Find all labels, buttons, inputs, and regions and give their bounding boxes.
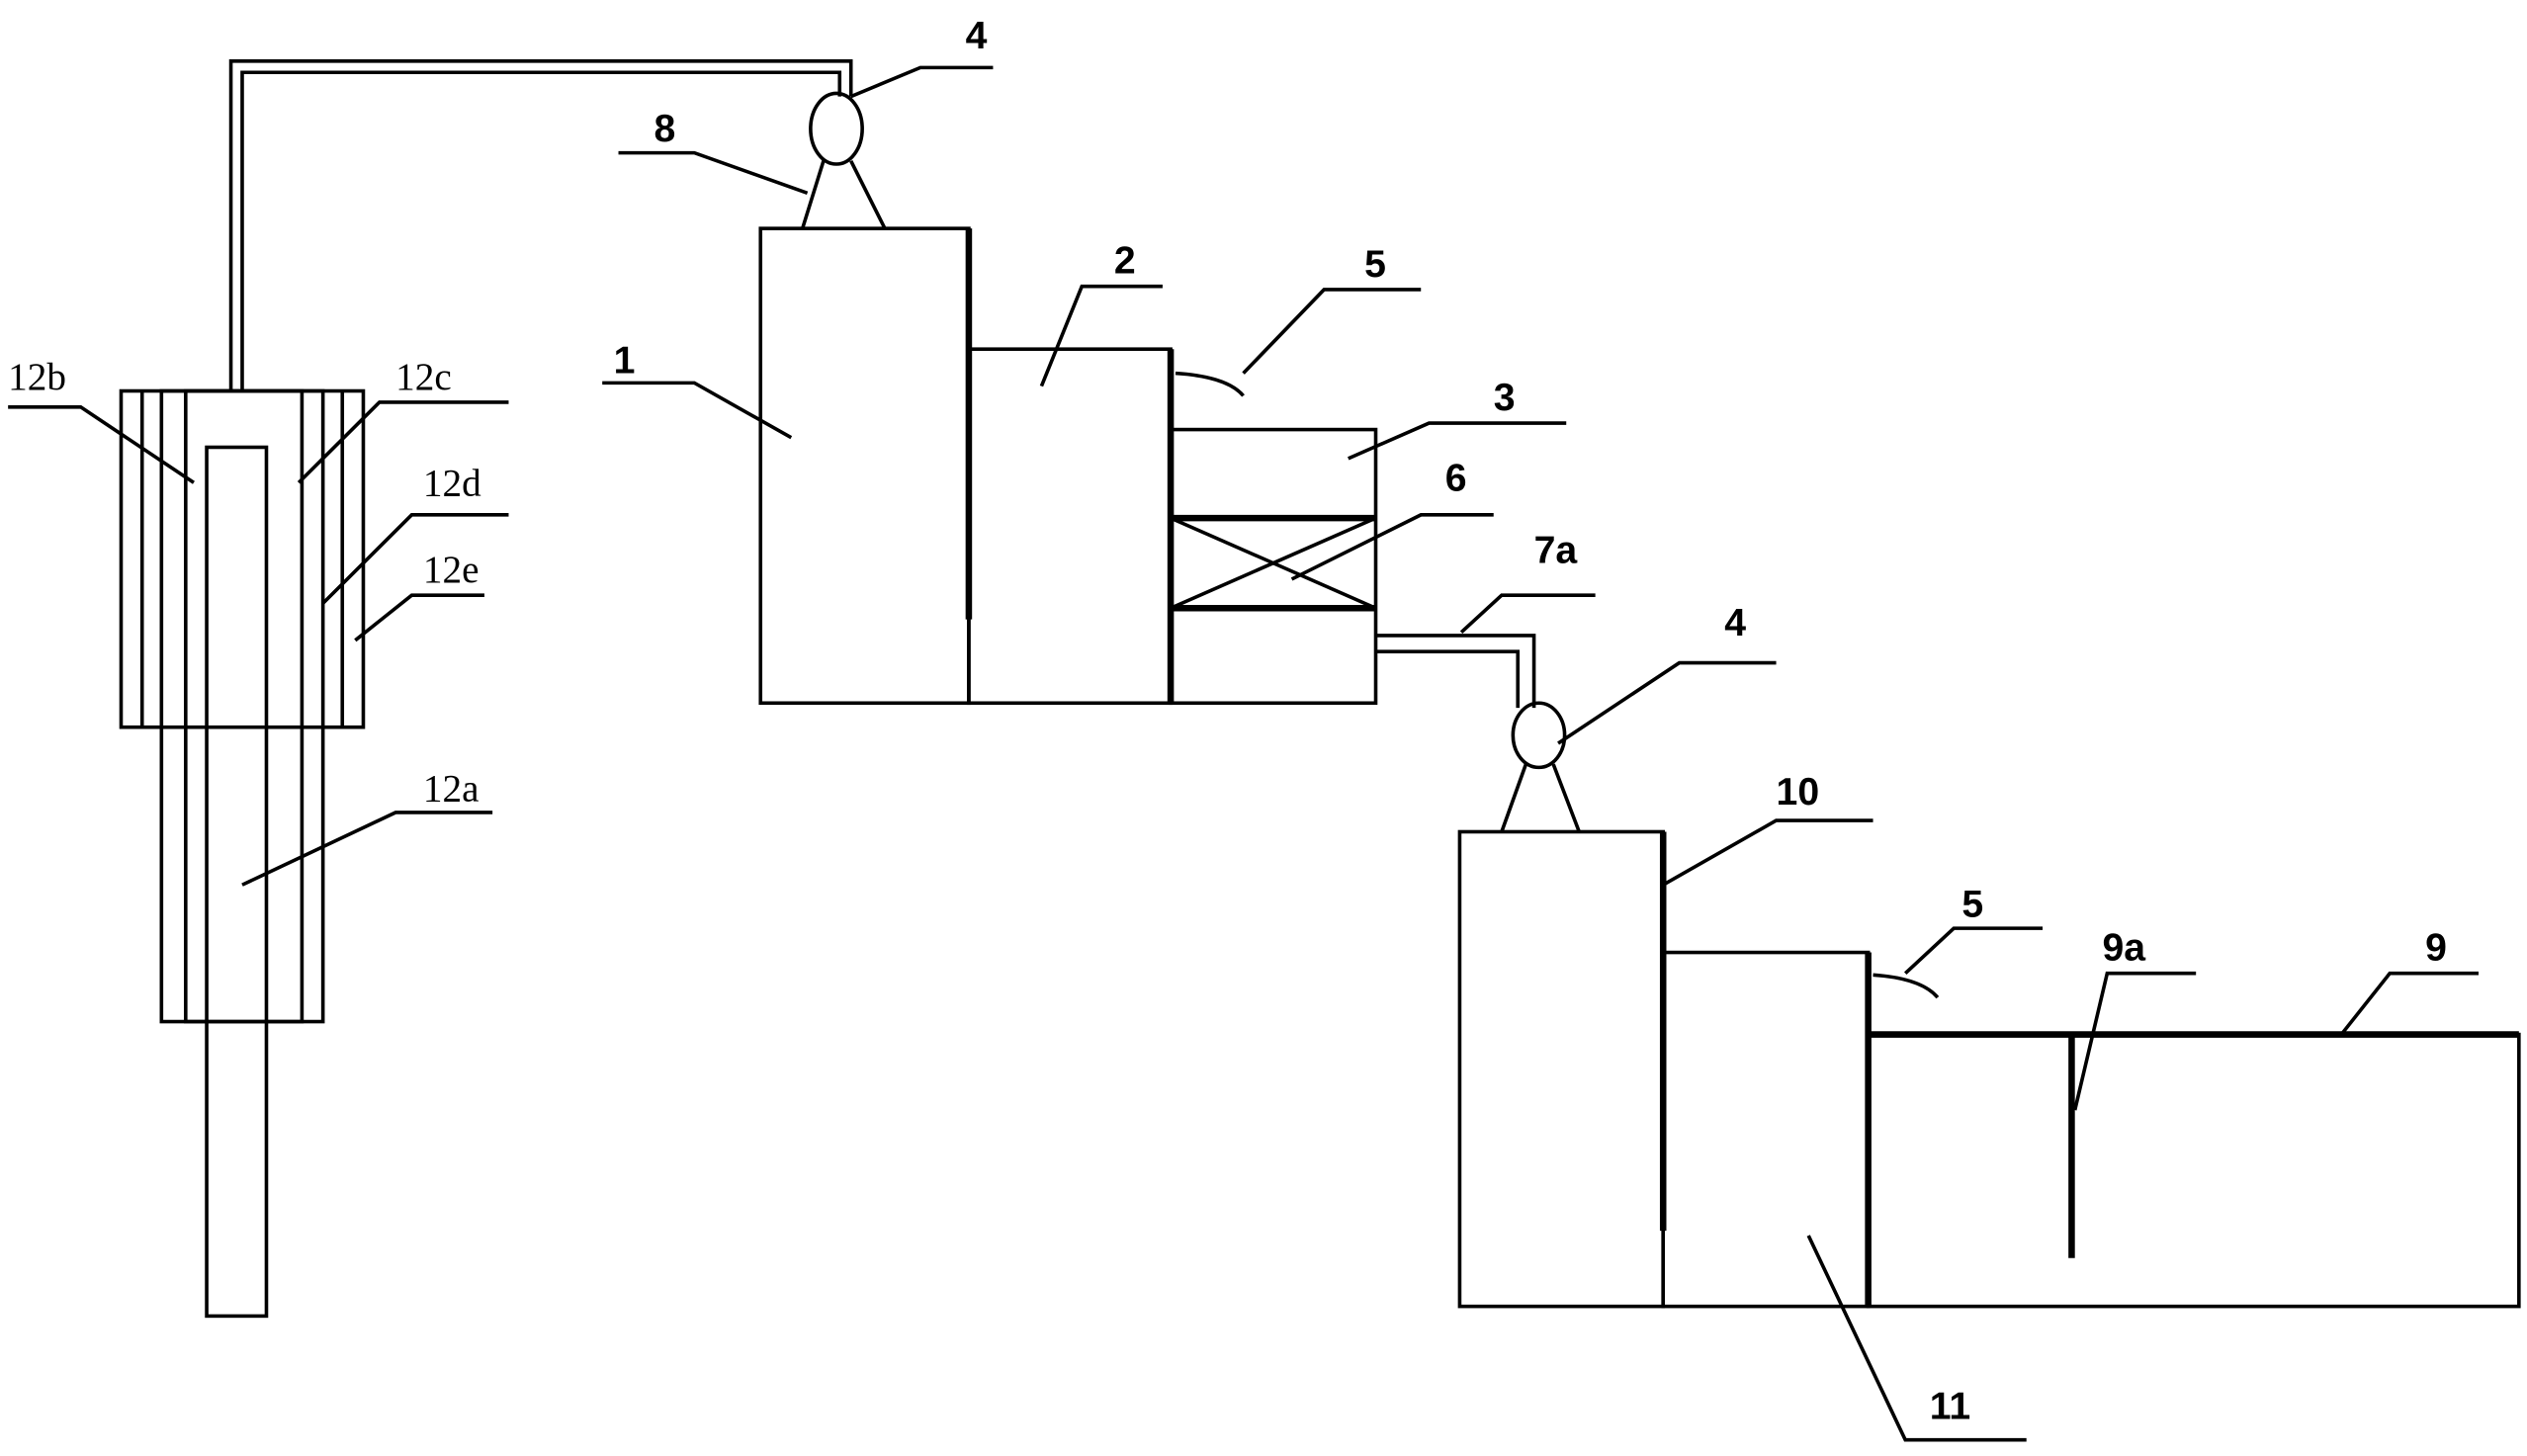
label-pipe5-top: 5	[1364, 243, 1386, 286]
label-12e: 12e	[423, 549, 479, 591]
label-tank11: 11	[1930, 1386, 1970, 1428]
tank-group-lower	[1457, 829, 2521, 1309]
label-filter6: 6	[1445, 457, 1467, 499]
tank-group-upper	[758, 226, 1378, 706]
label-tank9: 9	[2425, 927, 2447, 970]
pump-mid	[1500, 701, 1581, 833]
label-tank1: 1	[614, 340, 636, 383]
label-baffle9a: 9a	[2102, 927, 2146, 970]
label-12d: 12d	[423, 462, 481, 504]
suction-pipe	[228, 59, 853, 391]
label-12b: 12b	[8, 356, 66, 398]
leader-lines	[8, 65, 2480, 1442]
pump-top	[800, 91, 887, 229]
pipe-7a	[1375, 634, 1536, 709]
label-pipe7a: 7a	[1534, 530, 1579, 572]
label-pipe5-bottom: 5	[1961, 884, 1983, 926]
label-tank3: 3	[1494, 377, 1516, 419]
probe-assembly-12	[119, 388, 366, 1319]
label-tank10: 10	[1777, 771, 1820, 814]
label-12a: 12a	[423, 768, 479, 811]
label-12c: 12c	[395, 356, 452, 398]
label-tank2: 2	[1114, 240, 1136, 283]
label-pump-top: 4	[966, 15, 988, 57]
label-support: 8	[654, 108, 675, 150]
label-pump-mid: 4	[1724, 602, 1746, 644]
